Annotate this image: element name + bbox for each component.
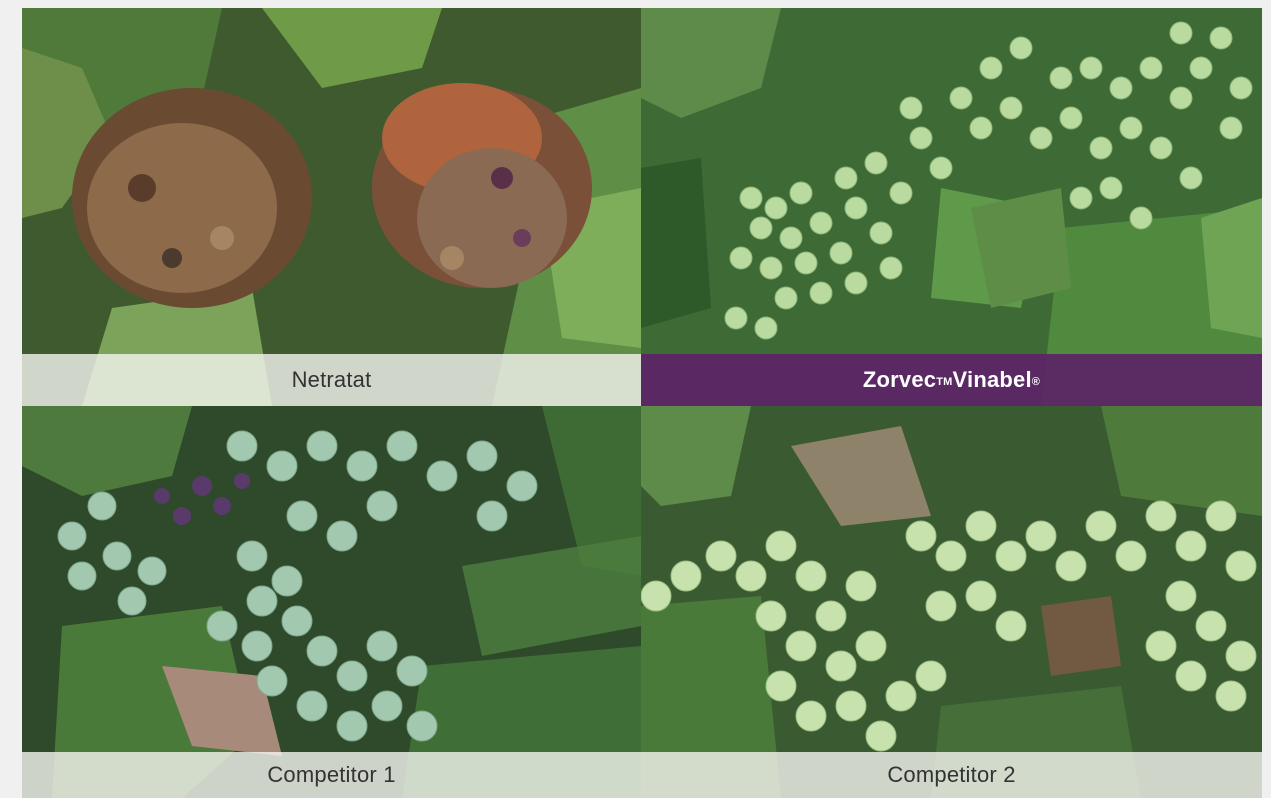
caption-competitor-2-text: Competitor 2: [887, 762, 1016, 787]
caption-competitor-2: Competitor 2: [641, 752, 1262, 798]
untreated-grape-photo: [22, 8, 641, 406]
panel-competitor-2: Competitor 2: [641, 406, 1262, 798]
caption-untreated: Netratat: [22, 354, 641, 406]
competitor-1-grape-photo: [22, 406, 641, 798]
caption-untreated-text: Netratat: [291, 367, 372, 392]
caption-product-variant: Vinabel: [952, 367, 1032, 392]
registered-symbol: ®: [1031, 376, 1041, 388]
competitor-2-grape-photo: [641, 406, 1262, 798]
panel-untreated: Netratat: [22, 8, 641, 406]
caption-competitor-1: Competitor 1: [22, 752, 641, 798]
panel-competitor-1: Competitor 1: [22, 406, 641, 798]
trademark-symbol: TM: [936, 376, 953, 388]
caption-competitor-1-text: Competitor 1: [267, 762, 396, 787]
comparison-grid: Netratat: [22, 8, 1262, 798]
caption-product-name: Zorvec: [862, 367, 937, 392]
healthy-grape-photo: [641, 8, 1262, 406]
